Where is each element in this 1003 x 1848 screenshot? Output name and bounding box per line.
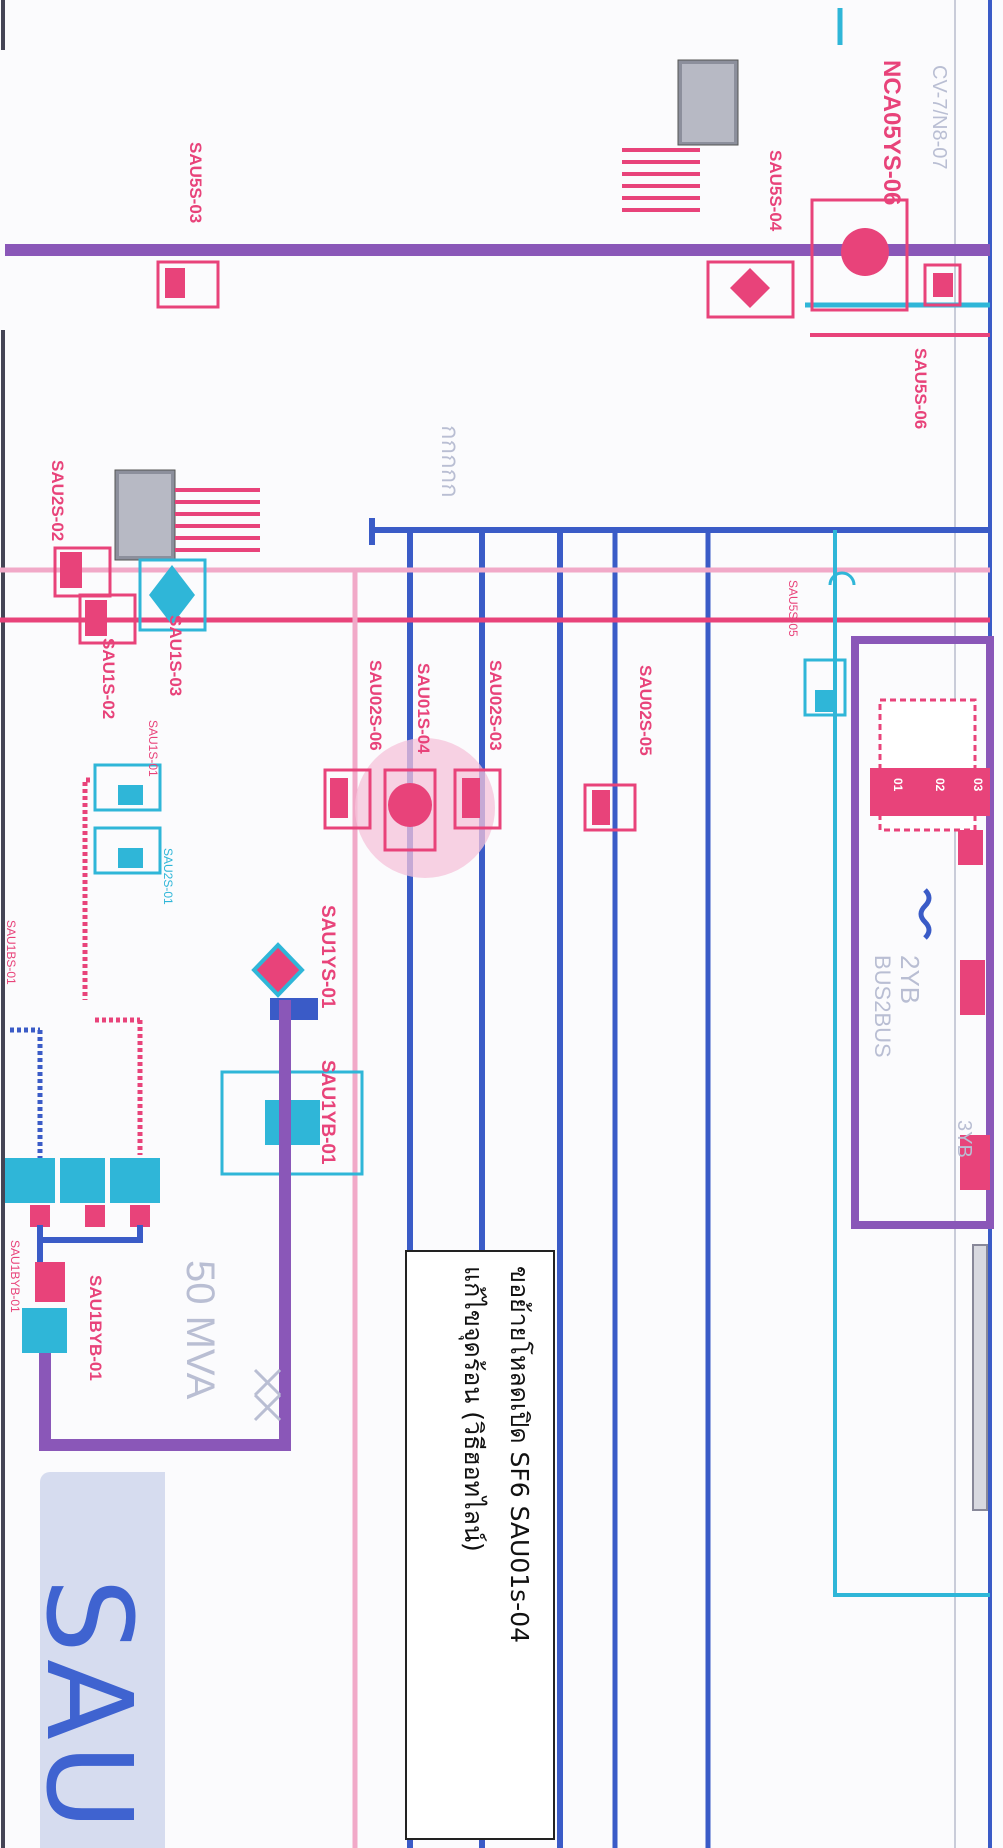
sau1s03-box — [138, 558, 207, 632]
label-sau5s-05: SAU5S-05 — [786, 580, 800, 637]
sau1yb01-box — [220, 1070, 364, 1176]
sau1s03-diamond — [149, 565, 195, 625]
pink-block-3 — [130, 1205, 150, 1227]
title-block — [40, 1472, 165, 1848]
breaker-cell-01 — [870, 768, 912, 816]
nca-switch — [923, 263, 962, 307]
pink-switch-b — [960, 960, 985, 1015]
label-sau1byb-01-small: SAU1BYB-01 — [8, 1240, 22, 1313]
sau2s01-switch — [93, 826, 162, 875]
sau5s04-diamond — [730, 268, 770, 308]
gray-bar — [972, 1244, 988, 1511]
breaker-cell-03 — [954, 768, 990, 816]
sau1s01-fill — [118, 785, 143, 805]
label-sau5s-03: SAU5S-03 — [186, 142, 205, 224]
breaker-number-01: 01 — [891, 778, 905, 792]
label-sau2s-02: SAU2S-02 — [48, 460, 67, 542]
label-sau02s-06: SAU02S-06 — [366, 660, 385, 751]
pink-block-1 — [30, 1205, 50, 1227]
breaker-number-02: 02 — [933, 778, 947, 792]
sau5s04-box — [706, 260, 795, 319]
sau5s03-fill — [165, 268, 185, 298]
sau1byb01-cyan — [22, 1308, 67, 1353]
gray-panel-top-inner — [682, 64, 734, 142]
rating-text: 50 MVA — [178, 1260, 222, 1400]
cyan-block-3 — [110, 1158, 160, 1203]
blue-coil-icon — [918, 888, 932, 940]
sau02s05-fill — [592, 790, 610, 825]
bus-label-text: BUS2BUS — [870, 955, 895, 1058]
label-sau5s-06: SAU5S-06 — [911, 348, 930, 430]
nca-switch-fill — [933, 273, 953, 297]
label-sau1s-03: SAU1S-03 — [166, 615, 185, 697]
thai-faint-text: กกกกก — [436, 425, 463, 498]
sau1s01-switch — [93, 763, 162, 812]
breaker-cell-02 — [912, 768, 954, 816]
breaker-number-03: 03 — [971, 778, 985, 792]
label-nca05ys-06: NCA05YS-06 — [878, 60, 905, 206]
label-sau1s-01: SAU1S-01 — [146, 720, 160, 777]
sau02s03-switch — [453, 768, 502, 830]
bus-2yb-text: 2YB — [895, 955, 925, 1005]
sau5s05-switch — [803, 658, 847, 717]
label-sau1bs-01: SAU1BS-01 — [4, 920, 18, 985]
label-sau1yb-01: SAU1YB-01 — [317, 1060, 338, 1165]
label-sau02s-03: SAU02S-03 — [486, 660, 505, 751]
title-block-text: SAU — [20, 1578, 158, 1835]
sau1ys01-diamond — [251, 942, 305, 998]
cyan-hook — [828, 571, 856, 586]
label-sau01s-04: SAU01S-04 — [414, 663, 433, 754]
maintenance-note-box: ขอย้ายโหลดเปิด SF6 SAU01s-04 แก้ไขจุดร้อ… — [405, 1250, 555, 1840]
sau1ys01-base — [270, 998, 318, 1020]
pink-block-2 — [85, 1205, 105, 1227]
purple-bus-section — [851, 636, 994, 1229]
relay-comb-top — [622, 148, 700, 212]
sau2s01-fill — [118, 848, 143, 868]
note-line-1: ขอย้ายโหลดเปิด SF6 SAU01s-04 — [505, 1266, 534, 1644]
pink-switch-c — [960, 1135, 990, 1190]
label-sau1s-02: SAU1S-02 — [99, 638, 118, 720]
cv-label-text: CV-7/N8-07 — [928, 65, 950, 170]
maintenance-note: ขอย้ายโหลดเปิด SF6 SAU01s-04 แก้ไขจุดร้อ… — [450, 1266, 542, 1826]
sau5s03-switch — [156, 260, 220, 309]
sau1byb01-switch — [35, 1262, 65, 1302]
sau5s05-fill — [815, 690, 835, 712]
bus-3yb-text: 3YB — [953, 1120, 975, 1158]
purple-feeder — [39, 1000, 291, 1451]
pink-dashed-loop — [82, 777, 90, 1000]
nca-breaker-circle — [841, 228, 889, 276]
blue-connector — [37, 1225, 143, 1262]
sau1s02-switch — [78, 593, 137, 645]
sau02s05-switch — [583, 783, 637, 832]
gray-panel-left-inner — [119, 474, 171, 556]
label-sau2s-01: SAU2S-01 — [161, 848, 175, 905]
cyan-block-2 — [60, 1158, 105, 1203]
sau02s03-fill — [462, 778, 480, 818]
pink-switch-a — [958, 830, 983, 865]
sau2s02-fill — [60, 552, 82, 588]
label-sau5s-04: SAU5S-04 — [766, 150, 785, 232]
label-sau1ys-01: SAU1YS-01 — [317, 905, 338, 1009]
relay-comb-left — [175, 488, 260, 552]
pink-dotted-loop — [95, 1017, 143, 1155]
sau02s06-switch — [323, 768, 372, 830]
sau1s02-fill — [85, 600, 107, 636]
cyan-block-1 — [5, 1158, 55, 1203]
sau01s04-breaker — [388, 783, 432, 827]
note-line-2: แก้ไขจุดร้อน (วิธีฮอทไลน์) — [459, 1266, 488, 1552]
cyan-loop — [833, 530, 990, 1597]
sau1yb01-core — [265, 1100, 320, 1145]
label-sau1byb-01: SAU1BYB-01 — [86, 1275, 105, 1381]
sau02s06-fill — [330, 778, 348, 818]
nca-equipment-box — [810, 198, 909, 312]
label-sau02s-05: SAU02S-05 — [636, 665, 655, 756]
cross-symbol — [253, 1368, 282, 1422]
sau01s04-box — [383, 768, 437, 852]
